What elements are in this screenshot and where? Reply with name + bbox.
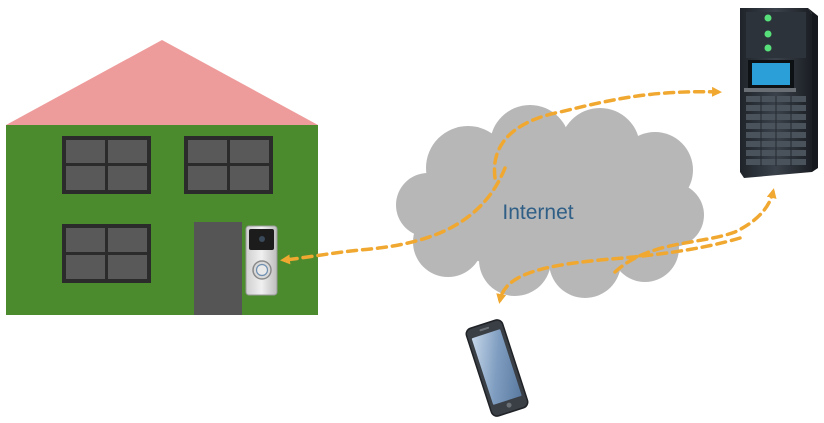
arrow-internet-to-server <box>492 86 722 180</box>
house-window <box>62 136 151 194</box>
connection-arrows <box>280 86 777 304</box>
house-icon <box>6 40 318 315</box>
cloud-icon: Internet <box>396 105 704 298</box>
server-rack-icon <box>740 8 818 178</box>
smartphone-icon <box>465 319 529 417</box>
house-roof <box>6 40 318 125</box>
cloud-label: Internet <box>502 201 573 224</box>
arrow-server-to-internet <box>613 188 777 274</box>
arrow-internet-to-phone <box>496 236 742 304</box>
house-window <box>184 136 273 194</box>
house-door <box>194 222 242 315</box>
house-window <box>62 224 151 283</box>
video-doorbell-icon <box>245 225 278 296</box>
arrow-internet-to-doorbell <box>280 166 507 265</box>
